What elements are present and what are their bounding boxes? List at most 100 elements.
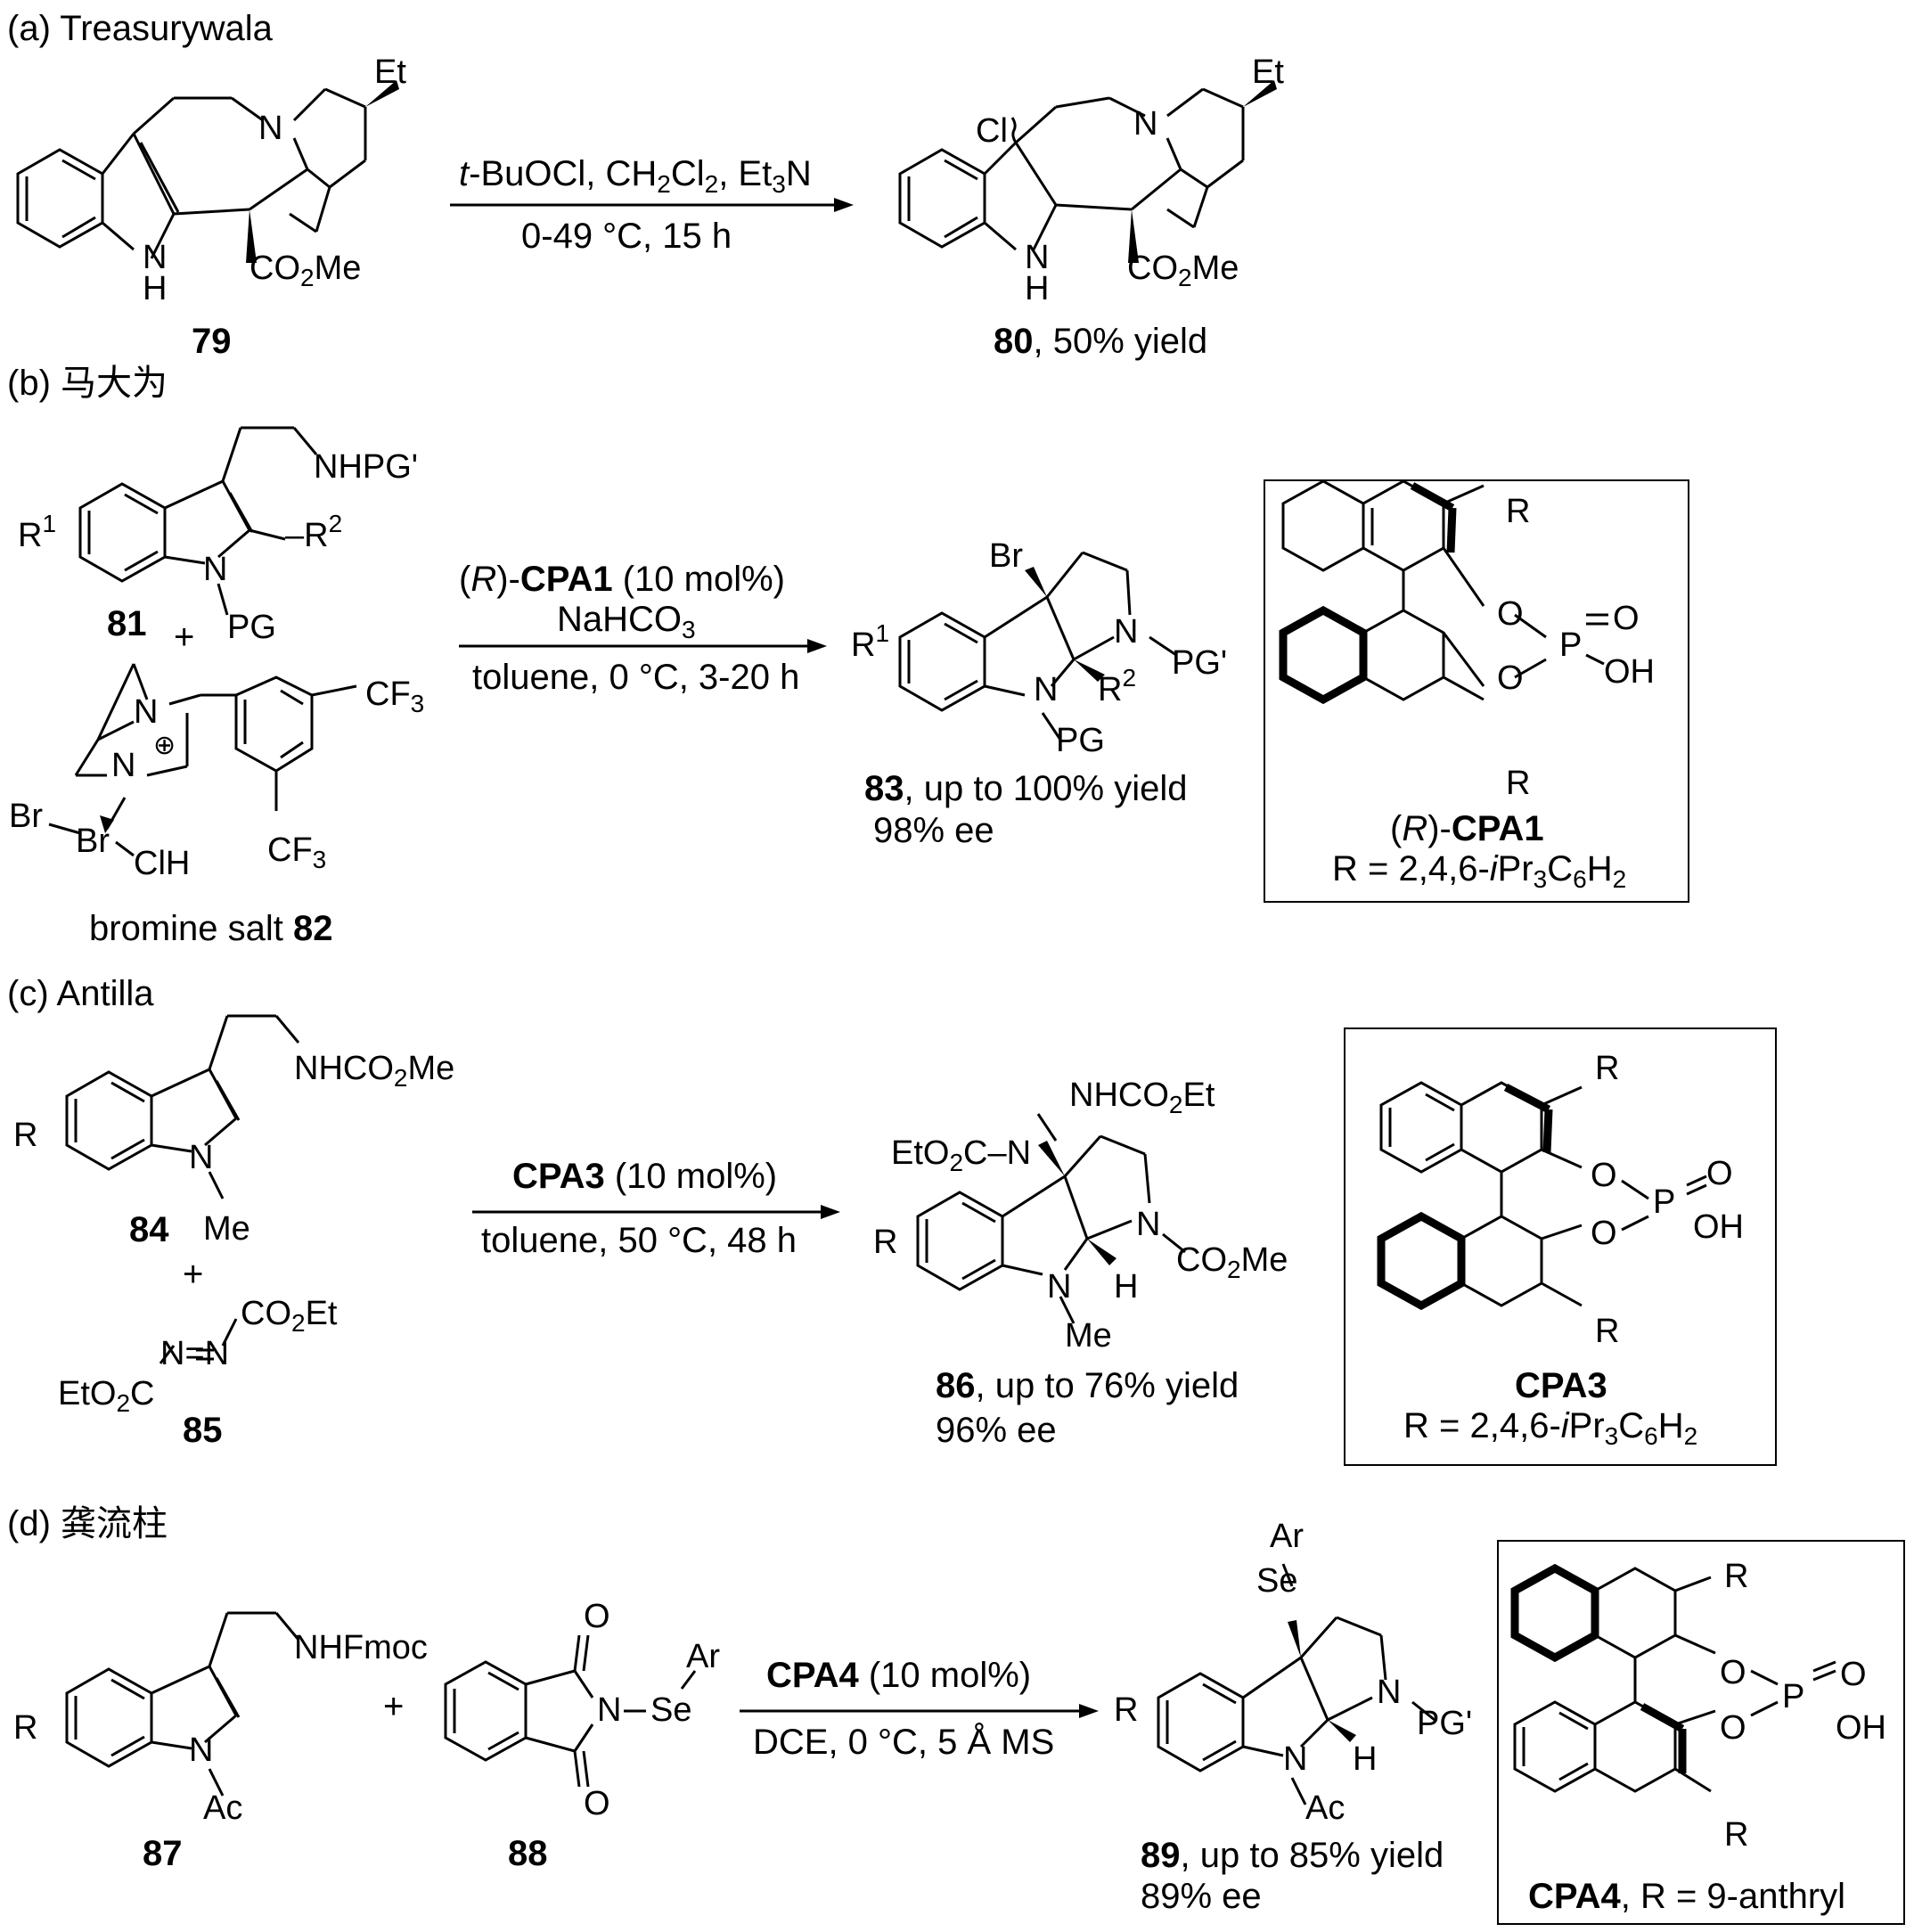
nhfmoc-group-87: NHFmoc — [294, 1629, 428, 1666]
p-atom-cpa4: P — [1782, 1678, 1805, 1715]
compound-86-structure — [916, 1113, 1186, 1324]
o-atom-cpa4-oxo: O — [1840, 1656, 1867, 1693]
me-group-84: Me — [203, 1210, 250, 1248]
h-atom-89: H — [1353, 1740, 1378, 1778]
co2et-group-85: CO2Et — [241, 1295, 338, 1337]
compound-79-label: 79 — [192, 322, 232, 361]
r-group-cpa1-top: R — [1506, 493, 1531, 530]
reaction-c-conditions: toluene, 50 °C, 48 h — [481, 1221, 798, 1260]
reaction-a-reagents: t-BuOCl, CH2Cl2, Et3N — [459, 154, 812, 198]
n-atom-89-right: N — [1377, 1674, 1402, 1711]
compound-88-structure — [444, 1634, 697, 1788]
compound-84-label: 84 — [129, 1210, 169, 1249]
catalyst-cpa4-box — [1497, 1540, 1905, 1925]
nhco2me-group-84: NHCO2Me — [294, 1050, 455, 1092]
cl-atom-80: Cl — [976, 112, 1008, 150]
reaction-d-catalyst: CPA4 (10 mol%) — [766, 1656, 1032, 1695]
plus-sign-d: + — [383, 1687, 405, 1726]
r-group-cpa3-top: R — [1595, 1050, 1620, 1087]
clh-group-salt: ClH — [134, 845, 191, 882]
o-atom-cpa1-oxo: O — [1613, 600, 1640, 637]
br-atom-salt-a: Br — [9, 798, 43, 835]
n-atom-salt-a: N — [134, 693, 159, 731]
r1-group-83: R1 — [851, 619, 890, 664]
compound-86-ee: 96% ee — [936, 1411, 1057, 1450]
catalyst-cpa3-name: CPA3 — [1515, 1366, 1607, 1405]
co2me-group-86: CO2Me — [1176, 1241, 1288, 1283]
salt-82-text: bromine salt — [89, 909, 293, 948]
salt-82-caption: bromine salt 82 — [89, 911, 332, 946]
n-atom-salt-b: N — [111, 747, 136, 784]
nh-atom-79: N — [143, 239, 168, 276]
h-atom-80: H — [1025, 270, 1050, 307]
panel-c-label: (c) Antilla — [7, 974, 154, 1013]
compound-80-structure — [898, 80, 1277, 263]
compound-81-structure — [78, 426, 318, 616]
reaction-b-base: NaHCO3 — [557, 600, 696, 643]
reaction-d-conditions: DCE, 0 °C, 5 Å MS — [753, 1723, 1055, 1762]
ar-group-88: Ar — [686, 1638, 720, 1675]
compound-89-ee: 89% ee — [1141, 1877, 1262, 1916]
n-atom-89-bottom: N — [1283, 1740, 1308, 1778]
r2-group-83: R2 — [1098, 664, 1137, 708]
compound-89-caption: 89, up to 85% yield — [1141, 1838, 1444, 1873]
n-atom-79: N — [258, 110, 283, 147]
azo-85-structure — [159, 1318, 238, 1364]
n-atom-80: N — [1133, 105, 1158, 143]
compound-80-label: 80 — [994, 322, 1034, 361]
catalyst-cpa3-box — [1344, 1027, 1777, 1466]
co2me-group-80: CO2Me — [1127, 250, 1239, 291]
r-group-86: R — [873, 1224, 898, 1261]
ar-group-89: Ar — [1270, 1518, 1304, 1555]
o-atom-cpa3-a: O — [1591, 1157, 1617, 1194]
compound-79-structure — [16, 80, 399, 263]
pg-group-83: PG — [1056, 722, 1105, 759]
compound-83-label: 83 — [864, 769, 904, 808]
nhco2et-group-86: NHCO2Et — [1069, 1077, 1215, 1118]
r-group-cpa4-top: R — [1724, 1558, 1749, 1595]
nh-atom-80: N — [1025, 239, 1050, 276]
o-atom-cpa4-a: O — [1720, 1654, 1746, 1691]
n-atom-81: N — [203, 551, 228, 588]
plus-sign-b: + — [174, 618, 195, 657]
azo-n-atoms-85: N=N — [160, 1335, 230, 1372]
ac-group-87: Ac — [203, 1789, 243, 1827]
ac-group-89: Ac — [1305, 1789, 1346, 1827]
reaction-c-catalyst: CPA3 (10 mol%) — [512, 1157, 778, 1196]
compound-87-structure — [65, 1611, 300, 1797]
compound-85-label: 85 — [183, 1411, 223, 1450]
r2-group-81: –R2 — [285, 510, 343, 554]
cf3-group-top: CF3 — [365, 675, 425, 717]
o-atom-cpa4-b: O — [1720, 1709, 1746, 1747]
catalyst-cpa3-structure — [1377, 1081, 1707, 1311]
o-atom-cpa1-a: O — [1497, 595, 1524, 633]
compound-82-label: 82 — [292, 909, 333, 948]
panel-a-label: (a) Treasurywala — [7, 9, 273, 48]
p-atom-cpa3: P — [1653, 1183, 1676, 1221]
n-atom-87: N — [189, 1731, 214, 1769]
se-atom-89: Se — [1256, 1562, 1298, 1600]
n-atom-83-bottom: N — [1034, 671, 1059, 708]
compound-81-label: 81 — [107, 604, 147, 643]
compound-89-structure — [1157, 1563, 1436, 1805]
me-group-86: Me — [1065, 1317, 1112, 1355]
r-group-87: R — [13, 1709, 38, 1747]
co2me-group-79: CO2Me — [249, 250, 362, 291]
br-atom-salt-b: Br — [76, 823, 110, 860]
o-atom-88-top: O — [584, 1598, 610, 1635]
se-atom-88: Se — [650, 1691, 692, 1729]
catalyst-cpa1-r: R = 2,4,6-iPr3C6H2 — [1332, 849, 1627, 893]
compound-89-label: 89 — [1141, 1836, 1181, 1875]
n-atom-86-right: N — [1136, 1206, 1161, 1243]
bromine-salt-82-structure — [48, 663, 357, 857]
compound-84-structure — [65, 1014, 300, 1199]
et-group-80: Et — [1252, 53, 1284, 91]
pg-group-81: PG — [227, 609, 276, 646]
compound-87-label: 87 — [143, 1834, 183, 1873]
n-atom-83-right: N — [1114, 613, 1139, 651]
compound-86-label: 86 — [936, 1366, 976, 1405]
pg-prime-group-89: PG' — [1417, 1705, 1473, 1742]
cf3-group-bottom: CF3 — [267, 831, 327, 873]
o-atom-cpa3-b: O — [1591, 1215, 1617, 1252]
